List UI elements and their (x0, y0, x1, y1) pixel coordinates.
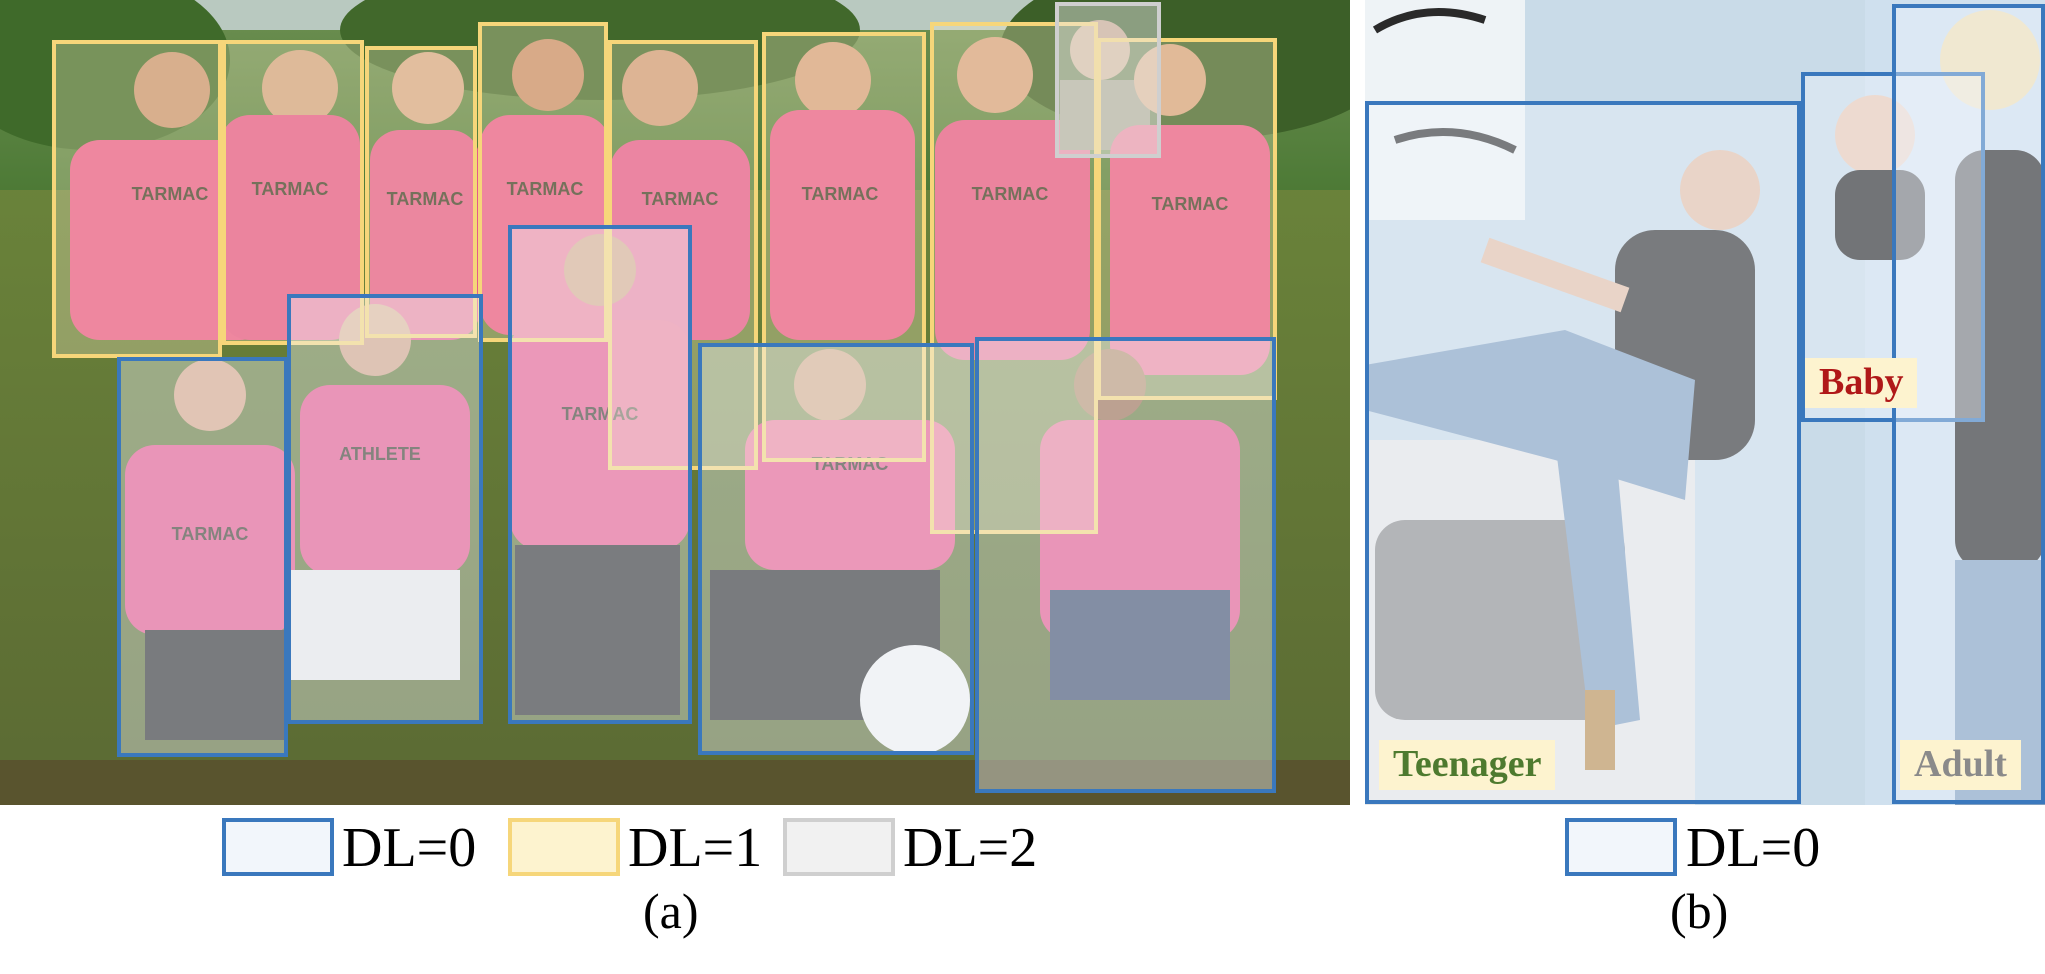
person-box-dl0 (698, 343, 974, 755)
person-box-dl1 (930, 22, 1098, 534)
person-box-dl1 (608, 40, 758, 470)
person-box-dl0 (117, 357, 288, 757)
person-box-dl0 (287, 294, 483, 724)
legend-swatch-dl0-b (1565, 818, 1677, 876)
adult-box (1892, 4, 2045, 804)
legend-swatch-dl1 (508, 818, 620, 876)
shirt-print-text: TARMAC (132, 184, 209, 204)
people-front-row (125, 234, 1240, 755)
teenager-box (1365, 101, 1801, 804)
adult-tag: Adult (1900, 740, 2021, 790)
person-box-dl2 (1055, 2, 1161, 158)
person-box-dl1 (52, 40, 222, 358)
legend-label-dl0-b: DL=0 (1686, 817, 1821, 879)
teenager-tag: Teenager (1379, 740, 1556, 790)
shirt-print-text: TARMAC (972, 184, 1049, 204)
legend-swatch-dl0 (222, 818, 334, 876)
group-photo: TARMAC TARMAC TARMAC TARMAC TARMAC TARMAC TARM… (0, 0, 1350, 805)
baby-label: Baby (1819, 361, 1904, 403)
shirt-print-text: TARMAC (507, 179, 584, 199)
teenager-label: Teenager (1393, 743, 1542, 785)
legend-label-dl0: DL=0 (342, 817, 477, 879)
person-box-dl1 (365, 46, 477, 338)
shirt-print-text: TARMAC (172, 524, 249, 544)
adult-label: Adult (1914, 743, 2007, 785)
shirt-print-text: TARMAC (1152, 194, 1229, 214)
person-box-dl1 (762, 32, 926, 462)
photo-b-panel: Teenager Baby Adult (1365, 0, 2045, 805)
shirt-print-text: TARMAC (387, 189, 464, 209)
person-box-dl0 (975, 337, 1276, 793)
shirt-print-text: TARMAC (802, 184, 879, 204)
caption-a: (a) (643, 883, 699, 939)
shirt-print-text: TARMAC (252, 179, 329, 199)
person-box-dl1 (478, 22, 608, 342)
caption-b: (b) (1670, 883, 1729, 939)
shirt-print-text: ATHLETE (339, 444, 421, 464)
legend-label-dl1: DL=1 (628, 817, 763, 879)
baby-tag: Baby (1805, 358, 1918, 408)
shirt-print-text: TARMAC (562, 404, 639, 424)
photo-a-panel: TARMAC TARMAC TARMAC TARMAC TARMAC TARMAC TARM… (0, 0, 1350, 805)
legend-label-dl2: DL=2 (903, 817, 1038, 879)
shirt-print-text: TARMAC (642, 189, 719, 209)
person-box-dl0 (508, 225, 692, 724)
legend-swatch-dl2 (783, 818, 895, 876)
